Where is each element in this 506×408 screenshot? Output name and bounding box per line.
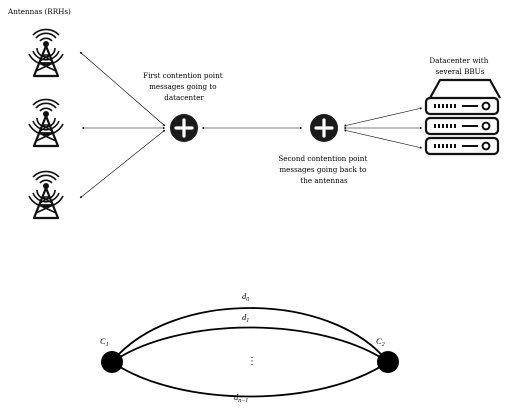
server-rack-icon xyxy=(429,78,501,99)
edge-d0-label: d0 xyxy=(242,291,249,303)
edges-ellipsis: ⋮ xyxy=(247,356,257,367)
first-contention-label: First contention point messages going to… xyxy=(143,71,225,102)
antenna-tower-icon xyxy=(27,98,65,148)
server-unit-2 xyxy=(424,116,500,136)
antenna-tower-icon xyxy=(27,28,65,78)
node-c2 xyxy=(377,351,399,373)
antenna-bottom xyxy=(27,170,65,220)
second-contention-point xyxy=(310,114,338,142)
antennas-label: Antennas (RRHs) xyxy=(7,7,71,16)
node-c1-label: C1 xyxy=(100,336,109,348)
link-antenna-top xyxy=(79,51,166,127)
edge-dn-1-label: dn−1 xyxy=(234,392,248,404)
node-c2-label: C2 xyxy=(376,336,385,348)
edge-d1-label: d1 xyxy=(242,312,249,324)
first-contention-point xyxy=(170,114,198,142)
link-antenna-bottom xyxy=(79,129,166,199)
multigraph: C1 C2 d0 d1 dn−1 ⋮ xyxy=(100,291,399,404)
second-contention-label: Second contention point messages going b… xyxy=(278,154,369,185)
antenna-tower-icon xyxy=(27,170,65,220)
server-unit-3 xyxy=(424,136,500,156)
link-server-top xyxy=(343,107,423,127)
datacenter-rack xyxy=(424,78,501,156)
datacenter-label: Datacenter with several BBUs xyxy=(429,56,490,76)
edge-d1 xyxy=(111,326,389,363)
edge-dn-1 xyxy=(111,361,389,398)
antenna-top xyxy=(27,28,65,78)
server-unit-1 xyxy=(424,96,500,116)
edge-d0 xyxy=(111,307,389,363)
antenna-middle xyxy=(27,98,65,148)
node-c1 xyxy=(101,351,123,373)
link-server-bottom xyxy=(343,129,423,149)
